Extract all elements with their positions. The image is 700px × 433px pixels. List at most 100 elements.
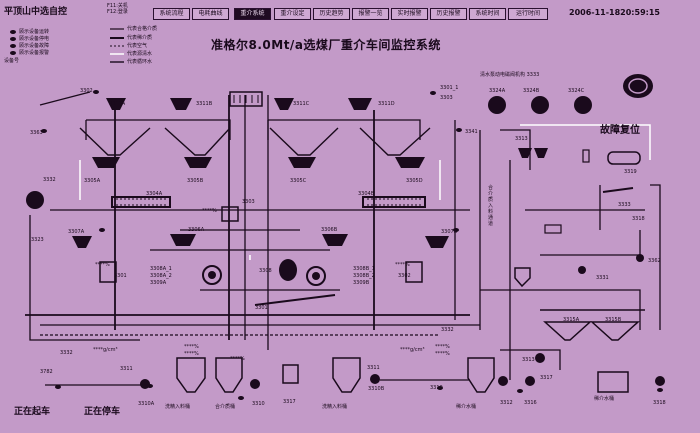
legend-clean-water: 代表源清水 bbox=[127, 51, 153, 57]
screen-3304a bbox=[111, 196, 171, 208]
equip-number: 3309A bbox=[150, 280, 167, 286]
equip-number: 3301 bbox=[114, 273, 127, 279]
pipe-right-8 bbox=[500, 129, 531, 170]
conveyor-bottom bbox=[254, 294, 336, 306]
equip-number: 3362 bbox=[648, 258, 661, 264]
sumps bbox=[176, 357, 629, 393]
reading-value: ****g/cm³ bbox=[93, 347, 118, 353]
equip-number: 3302 bbox=[80, 88, 93, 94]
tab-8[interactable]: 系统时间 bbox=[469, 8, 506, 20]
pump-group-number: 3333 bbox=[526, 72, 540, 78]
tab-4[interactable]: 历史趋势 bbox=[313, 8, 350, 20]
equip-number: 3308B_1 bbox=[353, 266, 375, 272]
thickener-3315b bbox=[590, 321, 640, 341]
pump-3324a bbox=[488, 96, 506, 114]
pump-3316 bbox=[525, 376, 535, 386]
equip-number: 3311B bbox=[196, 101, 213, 107]
pump-3310 bbox=[250, 379, 260, 389]
key-hint-shutdown: F11:关机 bbox=[107, 3, 128, 9]
valve-right bbox=[544, 224, 562, 234]
equip-number: 3301_1 bbox=[440, 85, 459, 91]
mag-sep-3308b bbox=[306, 266, 326, 286]
tab-1[interactable]: 电耗曲线 bbox=[192, 8, 229, 20]
pipe-left-return bbox=[29, 215, 140, 341]
tab-5[interactable]: 报警一览 bbox=[352, 8, 389, 20]
tab-2[interactable]: 重介系统 bbox=[234, 8, 271, 20]
tab-6[interactable]: 实时报警 bbox=[391, 8, 428, 20]
hopper-gates bbox=[92, 157, 425, 168]
led-3301 bbox=[430, 91, 436, 95]
tank-label-dilute-medium-2: 稀介水桶 bbox=[594, 396, 615, 402]
pump-3310b bbox=[370, 374, 380, 384]
equip-number: 3332 bbox=[60, 350, 73, 356]
tab-7[interactable]: 历史报警 bbox=[430, 8, 467, 20]
box-3303 bbox=[221, 206, 239, 222]
equip-number: 3313 bbox=[515, 136, 528, 142]
legend-led-alarm bbox=[10, 51, 16, 55]
sump-dilute-medium bbox=[467, 357, 495, 393]
reading-value: ****% bbox=[184, 351, 199, 357]
water-line-3 bbox=[520, 124, 651, 160]
thickener-3315a bbox=[543, 321, 592, 341]
equip-number: 3316 bbox=[524, 400, 537, 406]
reading-value: ****% bbox=[435, 344, 450, 350]
hopper-3305c bbox=[269, 127, 339, 156]
led-bottom-3 bbox=[437, 386, 443, 390]
legend-led-running bbox=[10, 30, 16, 34]
equip-number: 3311 bbox=[367, 365, 380, 371]
pipe-right-4 bbox=[540, 230, 641, 256]
pump-3310a bbox=[140, 379, 150, 389]
conveyor-3333 bbox=[602, 187, 634, 193]
equip-number: 3311C bbox=[293, 101, 310, 107]
tab-9[interactable]: 运行时间 bbox=[508, 8, 548, 20]
reading-value: ****% bbox=[184, 344, 199, 350]
equip-number: 3315B bbox=[605, 317, 622, 323]
equip-number: 3317 bbox=[540, 375, 553, 381]
equip-number: 3309B bbox=[353, 280, 370, 286]
equip-number: 3305C bbox=[290, 178, 307, 184]
sieve-3311b bbox=[170, 98, 192, 110]
cyclone-3306a bbox=[170, 234, 196, 246]
feed-box-grid bbox=[233, 95, 259, 103]
equip-number: 3308 bbox=[259, 268, 272, 274]
equip-number: 3306A bbox=[188, 227, 205, 233]
fault-reset-button[interactable]: 故障复位 bbox=[600, 121, 640, 136]
equip-number: 3310 bbox=[252, 401, 265, 407]
equip-number: 3303 bbox=[242, 199, 255, 205]
equip-number: 3308A_2 bbox=[150, 273, 172, 279]
tab-3[interactable]: 重介设定 bbox=[274, 8, 311, 20]
mag-sep-3308a bbox=[202, 265, 222, 285]
tank-3331 bbox=[514, 267, 531, 288]
equip-number: 3306B bbox=[321, 227, 338, 233]
tab-0[interactable]: 系统流程 bbox=[153, 8, 190, 20]
legend-equip-tag: 设备号 bbox=[4, 58, 20, 64]
mag-sep-3308a-core bbox=[208, 271, 216, 279]
reading-value: ****% bbox=[230, 356, 245, 362]
screen-3304a-mesh bbox=[116, 198, 166, 206]
led-bottom-5 bbox=[657, 388, 663, 392]
pipe-right-5 bbox=[480, 289, 641, 330]
reading-value: ****% bbox=[435, 351, 450, 357]
equip-number: 3311D bbox=[378, 101, 395, 107]
legend-dilute-medium: 代表稀介质 bbox=[127, 35, 153, 41]
legend-power-off: 顾示设备停电 bbox=[19, 36, 50, 42]
reset-indicator-ring bbox=[628, 78, 648, 94]
mag-sep-3308 bbox=[279, 259, 297, 281]
vertical-channel-label: 合介质入料通道 bbox=[488, 185, 494, 227]
equip-number: 3312 bbox=[500, 400, 513, 406]
clean-water-lines bbox=[79, 124, 651, 260]
sump-clean-feed-2 bbox=[332, 357, 361, 393]
sieve-3311d bbox=[348, 98, 372, 110]
equip-number: 3333 bbox=[618, 202, 631, 208]
key-hint-login: F12:登录 bbox=[107, 9, 128, 15]
cyclone-3307b bbox=[425, 236, 449, 248]
equip-number: 3308A_1 bbox=[150, 266, 172, 272]
legend-alarm: 顾示设备报警 bbox=[19, 50, 50, 56]
legend-air: 代表空气 bbox=[127, 43, 148, 49]
equip-number: 3324A bbox=[489, 88, 506, 94]
feed-box-top bbox=[229, 91, 263, 107]
equip-number: 3324B bbox=[523, 88, 540, 94]
legend-led-power-off bbox=[10, 37, 16, 41]
pump-group-label-text: 清水泵动电磁阀机构 bbox=[480, 72, 526, 78]
equip-number: 3313 bbox=[522, 357, 535, 363]
